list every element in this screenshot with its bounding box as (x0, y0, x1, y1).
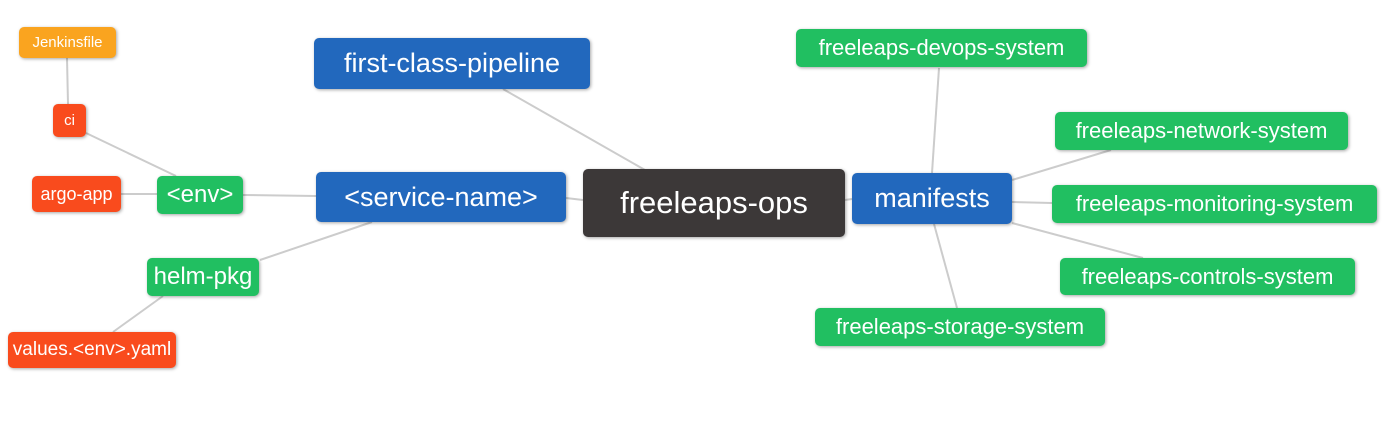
node-manifests[interactable]: manifests (852, 173, 1012, 224)
edge-service-name-freeleaps-ops (565, 197, 584, 201)
node-freeleaps-monitoring-system[interactable]: freeleaps-monitoring-system (1052, 185, 1377, 223)
edge-ci-env (85, 132, 177, 177)
node-freeleaps-storage-system[interactable]: freeleaps-storage-system (815, 308, 1105, 346)
edge-freeleaps-ops-manifests (844, 198, 853, 201)
edge-manifests-freeleaps-monitoring-system (1011, 201, 1053, 204)
edge-helm-pkg-values-env-yaml (112, 295, 164, 333)
edge-manifests-freeleaps-storage-system (933, 223, 958, 309)
node-argo-app[interactable]: argo-app (32, 176, 121, 212)
edge-manifests-freeleaps-controls-system (1011, 222, 1144, 259)
node-env[interactable]: <env> (157, 176, 243, 214)
edge-manifests-freeleaps-network-system (1011, 149, 1112, 181)
node-ci[interactable]: ci (53, 104, 86, 137)
node-service-name[interactable]: <service-name> (316, 172, 566, 222)
node-freeleaps-controls-system[interactable]: freeleaps-controls-system (1060, 258, 1355, 295)
edge-helm-pkg-service-name (259, 221, 373, 261)
node-first-class-pipeline[interactable]: first-class-pipeline (314, 38, 590, 89)
node-jenkinsfile[interactable]: Jenkinsfile (19, 27, 116, 58)
edge-first-class-pipeline-freeleaps-ops (502, 88, 646, 171)
edge-manifests-freeleaps-devops-system (931, 67, 940, 174)
edge-jenkinsfile-ci (66, 57, 69, 105)
node-freeleaps-ops[interactable]: freeleaps-ops (583, 169, 845, 237)
node-freeleaps-devops-system[interactable]: freeleaps-devops-system (796, 29, 1087, 67)
edge-env-service-name (242, 194, 317, 197)
node-values-env-yaml[interactable]: values.<env>.yaml (8, 332, 176, 368)
node-freeleaps-network-system[interactable]: freeleaps-network-system (1055, 112, 1348, 150)
node-helm-pkg[interactable]: helm-pkg (147, 258, 259, 296)
